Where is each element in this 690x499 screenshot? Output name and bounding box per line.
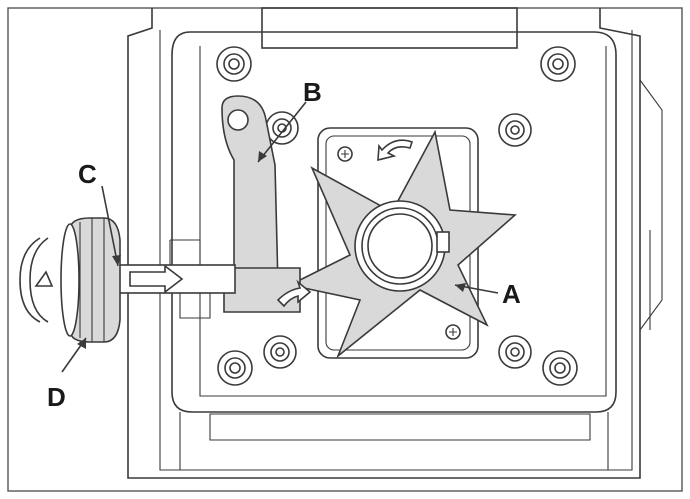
bolt-bottom-right	[542, 350, 578, 386]
bolt-inner-lower-left	[263, 335, 297, 369]
push-arrow-icon	[129, 264, 184, 294]
callout-label-b: B	[303, 77, 322, 107]
bolt-bottom-left	[217, 350, 253, 386]
rotation-arrow-icon	[19, 237, 54, 323]
star-rotor	[287, 129, 517, 359]
housing	[127, 7, 663, 479]
leader-arrowhead-d	[77, 338, 86, 349]
leader-arrowhead-c	[112, 255, 121, 266]
leader-arrowhead-b	[258, 151, 267, 162]
bolt-inner-upper-left	[265, 111, 299, 145]
leader-line-c	[101, 185, 119, 267]
callout-label-a: A	[502, 279, 521, 309]
rotation-arrow-icon	[377, 139, 414, 162]
bolt-top-left	[216, 46, 252, 82]
callout-label-c: C	[78, 159, 97, 189]
bolt-top-right	[540, 46, 576, 82]
bolt-inner-upper-right	[498, 113, 532, 147]
curved-arrow-icon	[276, 279, 312, 308]
leader-arrowhead-a	[455, 283, 466, 292]
knob	[60, 217, 121, 343]
bolt-inner-lower-right	[498, 335, 532, 369]
leader-line-b	[257, 101, 307, 163]
callout-label-d: D	[47, 382, 66, 412]
